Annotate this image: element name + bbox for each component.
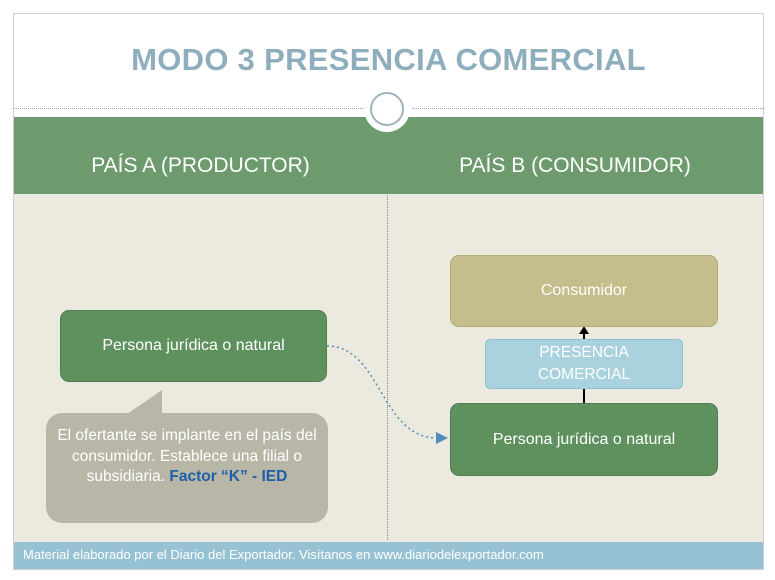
callout-highlight: Factor “K” - IED [169, 468, 288, 485]
connector-arrowhead [436, 432, 448, 444]
subsidiary-box: Persona jurídica o natural [450, 403, 718, 476]
dotted-connector [326, 345, 435, 439]
column-a-heading: PAÍS A (PRODUCTOR) [91, 154, 310, 177]
slide: MODO 3 PRESENCIA COMERCIAL PAÍS A (PRODU… [13, 13, 764, 570]
consumer-box: Consumidor [450, 255, 718, 327]
presence-line-2: COMERCIAL [537, 366, 631, 383]
presence-line-1: PRESENCIA [539, 344, 629, 361]
slide-title: MODO 3 PRESENCIA COMERCIAL [131, 42, 646, 77]
producer-box: Persona jurídica o natural [60, 310, 327, 382]
title-ornament [364, 86, 410, 132]
arrow-up-icon [579, 326, 589, 334]
ornament-ring [370, 92, 404, 126]
footer: Material elaborado por el Diario del Exp… [14, 542, 763, 569]
column-b-heading: PAÍS B (CONSUMIDOR) [459, 154, 691, 177]
commercial-presence-box: PRESENCIA COMERCIAL [485, 339, 683, 389]
explanation-callout: El ofertante se implante en el país del … [46, 413, 328, 523]
title-divider-right [412, 108, 763, 109]
callout-pointer [124, 390, 162, 416]
callout-text: El ofertante se implante en el país del … [57, 427, 317, 485]
connectors [124, 326, 589, 444]
footer-text: Material elaborado por el Diario del Exp… [23, 547, 544, 562]
column-divider [387, 195, 388, 540]
title-divider-left [14, 108, 365, 109]
